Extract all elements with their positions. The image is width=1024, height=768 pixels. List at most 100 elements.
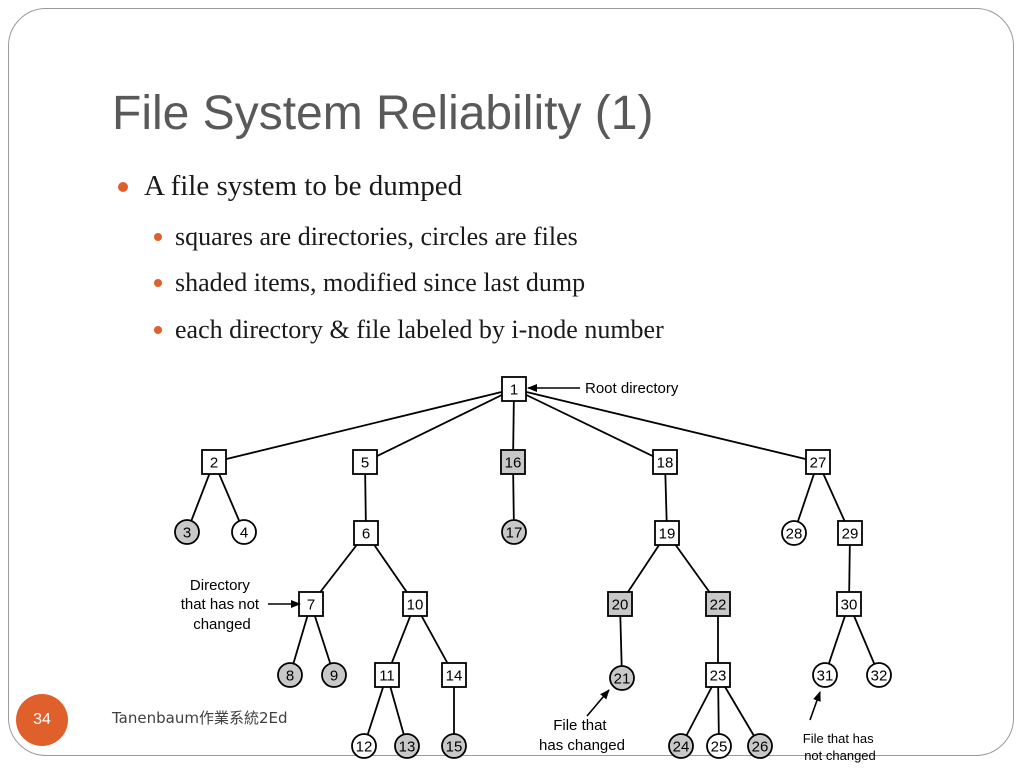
node-label: 25 <box>711 739 728 756</box>
unchanged-file-label: File that has not changed <box>803 731 877 763</box>
directory-square-icon <box>837 520 863 546</box>
node-label: 10 <box>407 597 424 614</box>
tree-edge <box>513 388 819 463</box>
file-node-15: 15 <box>441 733 467 759</box>
node-label: 8 <box>286 668 294 685</box>
directory-node-30: 30 <box>836 591 862 617</box>
sub-bullet-shaded: shaded items, modified since last dump <box>154 268 586 298</box>
directory-node-23: 23 <box>705 662 731 688</box>
changed-file-arrow <box>586 689 610 717</box>
unchanged-dir-label: Directory that has not changed <box>181 577 264 633</box>
file-circle-icon <box>812 662 838 688</box>
file-circle-icon <box>501 519 527 545</box>
file-node-32: 32 <box>866 662 892 688</box>
file-node-4: 4 <box>231 519 257 545</box>
bullet-text: shaded items, modified since last dump <box>175 268 586 297</box>
node-label: 2 <box>210 455 218 472</box>
file-node-31: 31 <box>812 662 838 688</box>
file-node-28: 28 <box>781 520 807 546</box>
file-node-13: 13 <box>394 733 420 759</box>
node-label: 31 <box>817 668 834 685</box>
file-circle-icon <box>866 662 892 688</box>
directory-node-16: 16 <box>500 449 526 475</box>
directory-square-icon <box>500 449 526 475</box>
node-label: 17 <box>506 525 523 542</box>
node-label: 20 <box>612 597 629 614</box>
bullet-dot-icon <box>154 233 162 241</box>
file-node-26: 26 <box>747 733 773 759</box>
node-label: 9 <box>330 668 338 685</box>
file-circle-icon <box>321 662 347 688</box>
directory-node-14: 14 <box>441 662 467 688</box>
directory-node-19: 19 <box>654 520 680 546</box>
file-circle-icon <box>231 519 257 545</box>
node-label: 28 <box>786 526 803 543</box>
node-label: 12 <box>356 739 373 756</box>
directory-square-icon <box>441 662 467 688</box>
node-label: 24 <box>673 739 690 756</box>
directory-square-icon <box>607 591 633 617</box>
root-directory-label: Root directory <box>585 380 679 397</box>
file-node-3: 3 <box>174 519 200 545</box>
file-circle-icon <box>277 662 303 688</box>
file-node-12: 12 <box>351 733 377 759</box>
directory-node-6: 6 <box>353 520 379 546</box>
node-label: 19 <box>659 526 676 543</box>
directory-square-icon <box>374 662 400 688</box>
file-circle-icon <box>609 665 635 691</box>
page-number-badge: 34 <box>16 694 68 746</box>
node-label: 26 <box>752 739 769 756</box>
directory-square-icon <box>352 449 378 475</box>
directory-square-icon <box>652 449 678 475</box>
file-node-25: 25 <box>706 733 732 759</box>
bullet-text: squares are directories, circles are fil… <box>175 222 578 251</box>
file-node-9: 9 <box>321 662 347 688</box>
directory-square-icon <box>654 520 680 546</box>
bullet-text: A file system to be dumped <box>144 170 463 202</box>
node-label: 30 <box>841 597 858 614</box>
directory-square-icon <box>201 449 227 475</box>
node-label: 11 <box>379 668 395 685</box>
node-label: 7 <box>307 597 315 614</box>
node-label: 3 <box>183 525 191 542</box>
node-label: 5 <box>361 455 369 472</box>
directory-square-icon <box>353 520 379 546</box>
node-label: 29 <box>842 526 859 543</box>
directory-square-icon <box>402 591 428 617</box>
tree-edge <box>364 388 515 463</box>
file-node-8: 8 <box>277 662 303 688</box>
node-label: 16 <box>505 455 522 472</box>
directory-node-18: 18 <box>652 449 678 475</box>
tree-edge <box>213 388 515 463</box>
bullet-dot-icon <box>118 182 128 192</box>
unchanged-file-arrow <box>809 691 821 721</box>
node-label: 13 <box>399 739 416 756</box>
directory-node-10: 10 <box>402 591 428 617</box>
directory-node-2: 2 <box>201 449 227 475</box>
node-label: 21 <box>614 671 631 688</box>
node-label: 6 <box>362 526 370 543</box>
directory-node-7: 7 <box>298 591 324 617</box>
node-label: 1 <box>510 382 518 399</box>
directory-square-icon <box>836 591 862 617</box>
directory-node-11: 11 <box>374 662 400 688</box>
node-label: 18 <box>657 455 674 472</box>
file-circle-icon <box>668 733 694 759</box>
directory-square-icon <box>705 662 731 688</box>
directory-node-5: 5 <box>352 449 378 475</box>
directory-square-icon <box>805 449 831 475</box>
bullet-main: A file system to be dumped <box>118 170 463 203</box>
file-circle-icon <box>441 733 467 759</box>
file-circle-icon <box>747 733 773 759</box>
bullet-text: each directory & file labeled by i-node … <box>175 315 664 344</box>
slide-title: File System Reliability (1) <box>112 87 654 140</box>
directory-square-icon <box>501 376 527 402</box>
tree-edge <box>513 388 666 463</box>
node-label: 14 <box>446 668 463 685</box>
directory-node-1: 1 <box>501 376 527 402</box>
file-node-21: 21 <box>609 665 635 691</box>
node-label: 23 <box>710 668 727 685</box>
directory-node-27: 27 <box>805 449 831 475</box>
node-label: 22 <box>710 597 727 614</box>
